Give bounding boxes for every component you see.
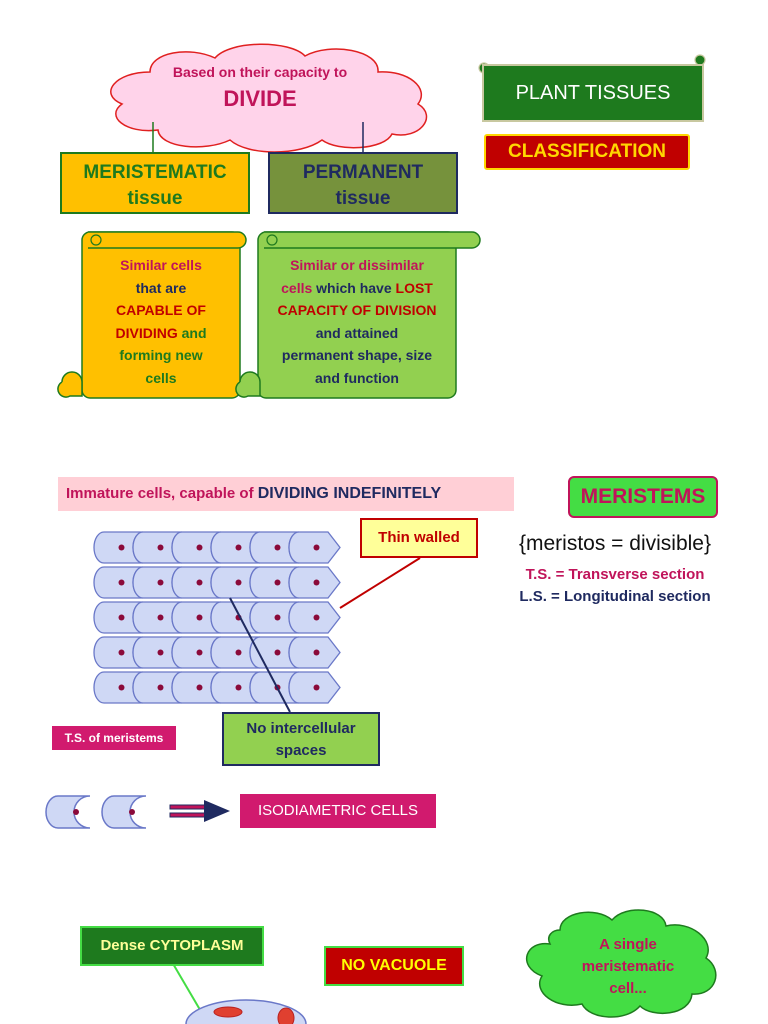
scroll-left-l3: CAPABLE OF bbox=[116, 302, 206, 318]
meristems-title-text: MERISTEMS bbox=[580, 485, 706, 508]
cell-nucleus bbox=[118, 544, 125, 551]
cell-nucleus bbox=[274, 649, 281, 656]
no-spaces-pointer bbox=[229, 597, 291, 713]
cell-nucleus bbox=[196, 614, 203, 621]
cell-nucleus bbox=[157, 614, 164, 621]
meristematic-line-2: tissue bbox=[127, 188, 183, 209]
banner-part-a: Immature cells, capable of bbox=[66, 485, 258, 502]
ts-definition: T.S. = Transverse section bbox=[525, 566, 705, 583]
cloud-single-l3: cell... bbox=[609, 980, 647, 997]
scroll-right-l4: and attained bbox=[315, 324, 399, 341]
scroll-right-l6: and function bbox=[315, 369, 399, 386]
cloud-single-l1: A single bbox=[599, 936, 657, 953]
immature-cells-banner: Immature cells, capable of DIVIDING INDE… bbox=[58, 477, 514, 511]
classification-badge: CLASSIFICATION bbox=[484, 134, 690, 170]
banner-part-b: DIVIDING INDEFINITELY bbox=[257, 485, 442, 502]
thin-walled-text: Thin walled bbox=[378, 529, 460, 546]
scroll-left-l6: cells bbox=[145, 369, 177, 386]
cell-nucleus bbox=[235, 649, 242, 656]
no-spaces-line-1: No intercellular bbox=[246, 720, 356, 737]
cell-nucleus bbox=[196, 579, 203, 586]
cell-nucleus bbox=[235, 579, 242, 586]
meristematic-cell-shape bbox=[185, 999, 307, 1024]
cell-nucleus bbox=[118, 649, 125, 656]
cell-nucleus bbox=[313, 544, 320, 551]
scroll-right-l3: CAPACITY OF DIVISION bbox=[277, 302, 437, 318]
cell-nucleus bbox=[118, 614, 125, 621]
arrow-icon bbox=[169, 800, 230, 822]
cell-nucleus bbox=[196, 544, 203, 551]
no-spaces-line-2: spaces bbox=[275, 742, 327, 759]
scroll-left-l1: Similar cells bbox=[120, 257, 202, 273]
isodiametric-cells-illustration bbox=[45, 795, 147, 829]
no-intercellular-callout: No intercellular spaces bbox=[222, 712, 380, 766]
ts-meristems-label: T.S. of meristems bbox=[52, 726, 176, 750]
cell-nucleus bbox=[313, 614, 320, 621]
cell-nucleus bbox=[313, 684, 320, 691]
scroll-left-l4: DIVIDING and bbox=[84, 322, 238, 345]
cell-nucleus bbox=[196, 649, 203, 656]
cell-nucleus bbox=[274, 544, 281, 551]
cell-nucleus bbox=[274, 614, 281, 621]
scroll-left-l4b: and bbox=[177, 324, 207, 341]
plant-tissues-title-text: PLANT TISSUES bbox=[515, 82, 671, 104]
single-cell-cloud-text: A single meristematic cell... bbox=[548, 934, 708, 1000]
scroll-right-l1: Similar or dissimilar bbox=[290, 257, 424, 273]
cell-nucleus bbox=[274, 579, 281, 586]
classification-text: CLASSIFICATION bbox=[508, 141, 666, 162]
cell-nucleus bbox=[235, 544, 242, 551]
permanent-line-1: PERMANENT bbox=[302, 162, 424, 183]
scroll-right bbox=[235, 231, 481, 399]
thin-walled-callout: Thin walled bbox=[360, 518, 478, 558]
cloud-line-1: Based on their capacity to bbox=[172, 64, 348, 80]
cloud-line-2: DIVIDE bbox=[223, 86, 297, 111]
ls-definition: L.S. = Longitudinal section bbox=[519, 588, 711, 605]
scroll-left-l4a: DIVIDING bbox=[115, 324, 178, 341]
scroll-left bbox=[57, 231, 247, 399]
permanent-box: PERMANENT tissue bbox=[268, 152, 458, 214]
cell-nucleus bbox=[157, 544, 164, 551]
cell-nucleus bbox=[196, 684, 203, 691]
meristematic-line-1: MERISTEMATIC bbox=[83, 162, 227, 183]
cell-nucleus bbox=[313, 579, 320, 586]
cell-nucleus bbox=[157, 684, 164, 691]
plastid-2 bbox=[277, 1007, 295, 1024]
cell-nucleus bbox=[157, 649, 164, 656]
meristematic-box: MERISTEMATIC tissue bbox=[60, 152, 250, 214]
plastid-1 bbox=[213, 1006, 243, 1018]
scroll-left-l2: that are bbox=[135, 279, 187, 296]
cell-nucleus bbox=[157, 579, 164, 586]
meristem-cell-grid bbox=[93, 531, 341, 704]
no-vacuole-label: NO VACUOLE bbox=[324, 946, 464, 986]
scroll-right-l2c: LOST bbox=[395, 279, 433, 296]
permanent-line-2: tissue bbox=[335, 188, 391, 209]
scroll-right-l2a: cells bbox=[281, 279, 313, 296]
meristems-title: MERISTEMS bbox=[568, 476, 718, 518]
ts-meristems-text: T.S. of meristems bbox=[64, 731, 164, 745]
plant-tissues-title: PLANT TISSUES bbox=[482, 64, 704, 122]
scroll-right-l2b: which have bbox=[312, 279, 396, 296]
dense-cytoplasm-text: Dense CYTOPLASM bbox=[100, 937, 244, 954]
isodiametric-label: ISODIAMETRIC CELLS bbox=[240, 794, 436, 828]
scroll-left-text: Similar cells that are CAPABLE OF DIVIDI… bbox=[84, 254, 238, 389]
thin-walled-pointer bbox=[339, 557, 421, 609]
no-vacuole-text: NO VACUOLE bbox=[341, 957, 447, 974]
isodiametric-text: ISODIAMETRIC CELLS bbox=[257, 802, 419, 819]
dense-cytoplasm-label: Dense CYTOPLASM bbox=[80, 926, 264, 966]
scroll-right-text: Similar or dissimilar cells which have L… bbox=[260, 254, 454, 389]
cloud-shape bbox=[110, 43, 428, 153]
cell-nucleus bbox=[118, 579, 125, 586]
cell-nucleus bbox=[313, 649, 320, 656]
cell-nucleus bbox=[118, 684, 125, 691]
etymology-text: {meristos = divisible} bbox=[518, 532, 711, 555]
scroll-right-l2: cells which have LOST bbox=[260, 277, 454, 300]
cloud-single-l2: meristematic bbox=[581, 958, 675, 975]
cloud-single-cell-shape bbox=[525, 909, 717, 1018]
scroll-left-l5: forming new bbox=[119, 347, 203, 363]
scroll-right-l5: permanent shape, size bbox=[281, 347, 433, 363]
cell-nucleus bbox=[235, 684, 242, 691]
